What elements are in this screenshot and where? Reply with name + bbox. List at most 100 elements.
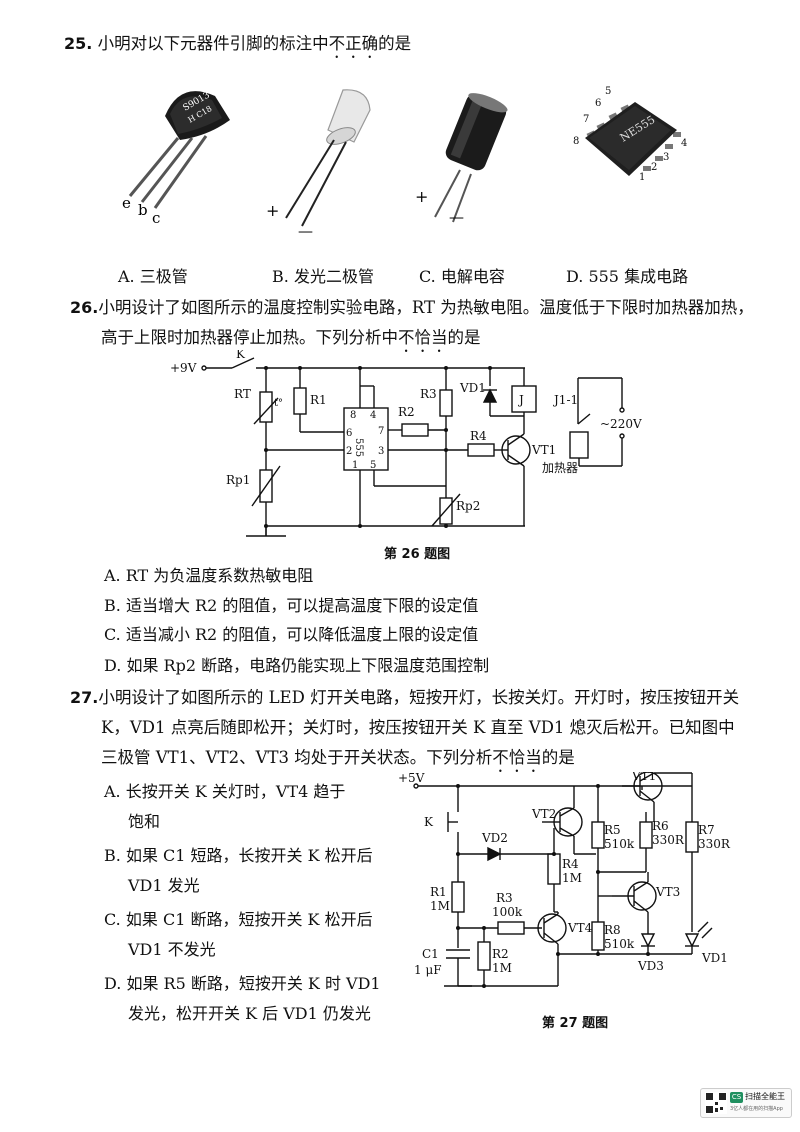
q27-stem-line2: K，VD1 点亮后随即松开；关灯时，按压按钮开关 K 直至 VD1 熄灭后松开。…	[101, 718, 735, 737]
q26-pin-8: 8	[350, 410, 356, 421]
q26-figure-caption: 第 26 题图	[384, 547, 451, 562]
q25-stem-pre: 小明对以下元器件引脚的标注中	[97, 34, 329, 53]
option-letter: D.	[566, 267, 584, 286]
option-text: 如果 C1 短路，长按开关 K 松开后	[125, 846, 373, 865]
q26-switch-label: K	[236, 350, 246, 361]
q26-rt-symbol: t°	[274, 398, 283, 409]
q27-r4-label: R4	[562, 857, 579, 871]
q26-vt1-label: VT1	[531, 443, 556, 457]
q25-stem-emph: 不正确	[328, 34, 379, 53]
option-letter: D.	[104, 974, 122, 993]
q27-stem-line1: 27.小明设计了如图所示的 LED 灯开关电路，短按开灯，长按关灯。开灯时，按压…	[70, 684, 739, 708]
q25-number: 25.	[64, 34, 93, 53]
option-letter: B.	[272, 267, 289, 286]
ic-pin-4: 4	[681, 138, 687, 149]
q27-vd3-label: VD3	[637, 959, 664, 973]
capacitor-plus: +	[415, 187, 428, 206]
q26-number: 26.	[70, 298, 99, 317]
q27-option-b[interactable]: B. 如果 C1 短路，长按开关 K 松开后	[104, 842, 373, 866]
q27-r5-label: R5	[604, 823, 621, 837]
q26-rp1-label: Rp1	[226, 473, 250, 487]
option-text: 555 集成电路	[588, 267, 689, 286]
option-letter: A.	[104, 566, 121, 585]
q27-c1-value: 1 μF	[414, 963, 442, 977]
option-text: 如果 R5 断路，短按开关 K 时 VD1	[126, 974, 381, 993]
q27-line3-post: 的是	[541, 748, 575, 767]
q26-option-b[interactable]: B. 适当增大 R2 的阻值，可以提高温度下限的设定值	[104, 592, 478, 616]
q27-vt3-label: VT3	[655, 885, 680, 899]
option-letter: D.	[104, 656, 122, 675]
option-text: 电解电容	[440, 267, 505, 286]
q27-r7-value: 330R	[698, 837, 731, 851]
q27-r2-value: 1M	[492, 961, 512, 975]
q27-line3-emph: 不恰当	[492, 748, 542, 767]
option-text: 如果 C1 断路，短按开关 K 松开后	[125, 910, 373, 929]
q26-r1-label: R1	[310, 393, 327, 407]
q27-number: 27.	[70, 688, 99, 707]
capacitor-illustration: + —	[415, 93, 508, 226]
q26-line2-pre: 高于上限时加热器停止加热。下列分析中	[101, 328, 398, 347]
q27-supply-label: +5V	[398, 772, 425, 785]
q27-r4-value: 1M	[562, 871, 582, 885]
q27-option-a[interactable]: A. 长按开关 K 关灯时，VT4 趋于	[104, 778, 345, 802]
watermark-subtitle: 3亿人都在用的扫描App	[730, 1106, 783, 1112]
ic-pin-6: 6	[595, 98, 601, 109]
q26-option-c[interactable]: C. 适当减小 R2 的阻值，可以降低温度上限的设定值	[104, 621, 478, 645]
q26-line2-post: 的是	[447, 328, 481, 347]
option-text: 长按开关 K 关灯时，VT4 趋于	[125, 782, 346, 801]
q25-option-b[interactable]: B. 发光二极管	[272, 263, 374, 287]
option-text: 适当增大 R2 的阻值，可以提高温度下限的设定值	[125, 596, 479, 615]
scanner-watermark: CS 扫描全能王 3亿人都在用的扫描App	[700, 1088, 792, 1118]
watermark-badge: CS	[730, 1092, 743, 1103]
option-letter: C.	[104, 910, 121, 929]
q25-option-c[interactable]: C. 电解电容	[419, 263, 505, 287]
q27-option-c[interactable]: C. 如果 C1 断路，短按开关 K 松开后	[104, 906, 373, 930]
ic-pin-7: 7	[583, 114, 589, 125]
q26-option-a[interactable]: A. RT 为负温度系数热敏电阻	[104, 562, 313, 586]
q27-line3-pre: 三极管 VT1、VT2、VT3 均处于开关状态。下列分析	[101, 748, 493, 767]
option-letter: B.	[104, 846, 121, 865]
q26-supply-label: +9V	[170, 361, 197, 375]
q27-figure-caption: 第 27 题图	[542, 1016, 609, 1031]
q25-option-a[interactable]: A. 三极管	[118, 263, 188, 287]
q27-vt1-label: VT1	[631, 772, 656, 783]
watermark-title: 扫描全能王	[745, 1092, 785, 1101]
option-text: 如果 Rp2 断路，电路仍能实现上下限温度范围控制	[126, 656, 490, 675]
transistor-illustration: S9013 H C18 e b c	[122, 90, 230, 227]
q26-pin-5: 5	[370, 460, 376, 471]
ic-pin-8: 8	[573, 136, 579, 147]
q26-stem-line1: 26.小明设计了如图所示的温度控制实验电路，RT 为热敏电阻。温度低于下限时加热…	[70, 294, 754, 318]
q26-pin-7: 7	[378, 426, 384, 437]
q26-pin-4: 4	[370, 410, 376, 421]
q26-contact-label: J1-1	[552, 393, 578, 407]
q27-r3-label: R3	[496, 891, 513, 905]
q26-pin-3: 3	[378, 446, 384, 457]
option-text: RT 为负温度系数热敏电阻	[125, 566, 314, 585]
q26-pin-2: 2	[346, 446, 352, 457]
q25-stem-post: 的是	[378, 34, 412, 53]
option-letter: A.	[104, 782, 121, 801]
q25-option-d[interactable]: D. 555 集成电路	[566, 263, 688, 287]
option-letter: C.	[104, 625, 121, 644]
q26-option-d[interactable]: D. 如果 Rp2 断路，电路仍能实现上下限温度范围控制	[104, 652, 489, 676]
q27-vt4-label: VT4	[567, 921, 593, 935]
q27-c1-label: C1	[422, 947, 439, 961]
q27-vt2-label: VT2	[531, 807, 556, 821]
q26-relay-label: J	[517, 393, 524, 407]
q26-r2-label: R2	[398, 405, 415, 419]
option-letter: C.	[419, 267, 436, 286]
q27-option-d[interactable]: D. 如果 R5 断路，短按开关 K 时 VD1	[104, 970, 381, 994]
q27-option-a-cont: 饱和	[128, 812, 161, 831]
led-minus: —	[298, 222, 313, 240]
q26-line2-emph: 不恰当	[398, 328, 448, 347]
option-text: 适当减小 R2 的阻值，可以降低温度上限的设定值	[125, 625, 479, 644]
led-plus: +	[266, 201, 279, 220]
qr-code-icon	[705, 1092, 727, 1114]
q27-r8-label: R8	[604, 923, 621, 937]
q27-r8-value: 510k	[604, 937, 635, 951]
q27-option-b-cont: VD1 发光	[128, 876, 200, 895]
q26-r4-label: R4	[470, 429, 487, 443]
q27-r5-value: 510k	[604, 837, 635, 851]
q27-r3-value: 100k	[492, 905, 523, 919]
capacitor-minus: —	[449, 208, 464, 226]
